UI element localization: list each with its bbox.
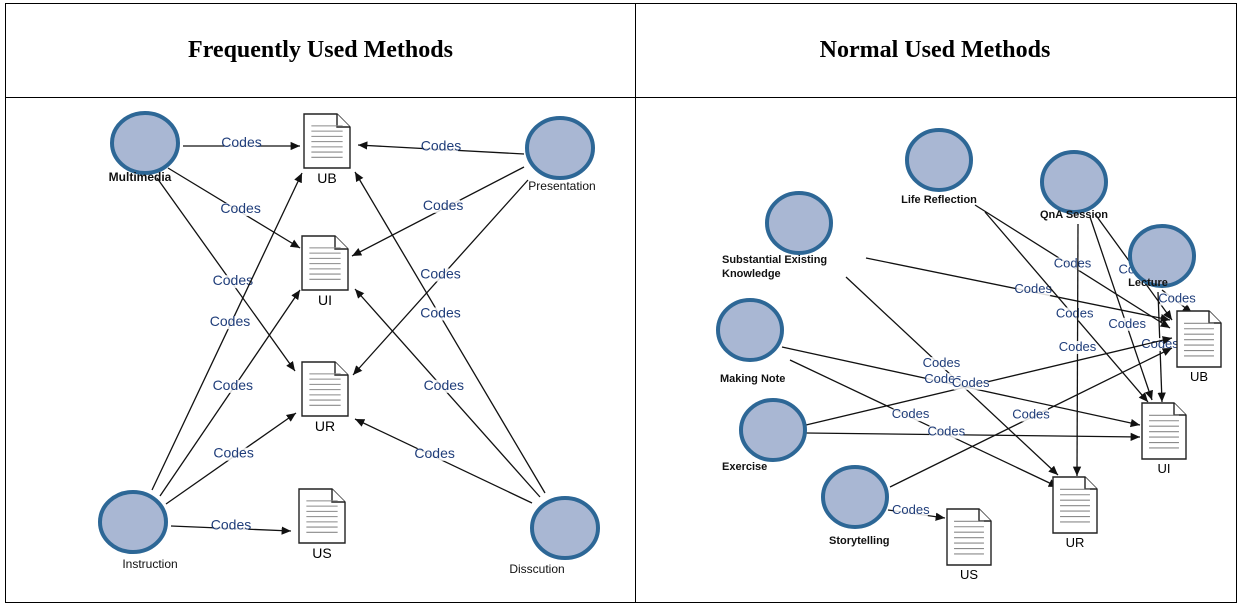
- left-method-disscution-label: Disscution: [509, 562, 564, 576]
- right-method-qna-session-label: QnA Session: [1040, 209, 1108, 221]
- left-edge-instruction-to-ub: [151, 172, 303, 491]
- left-edge-disscution-to-ur: [354, 418, 533, 504]
- left-method-disscution-node: [530, 496, 600, 560]
- left-method-instruction-label: Instruction: [122, 557, 177, 571]
- right-document-us-icon: [946, 508, 992, 566]
- right-edge-label: Codes: [1158, 291, 1196, 306]
- right-edge-label: Codes: [952, 375, 990, 390]
- right-edge-life-to-ui: [984, 211, 1149, 403]
- right-document-ui-label: UI: [1158, 461, 1171, 476]
- left-edge-label: Codes: [211, 517, 251, 533]
- left-edge-label: Codes: [420, 304, 460, 320]
- left-edge-label: Codes: [423, 197, 463, 213]
- right-edge-label: Codes: [924, 371, 962, 386]
- left-document-us-icon: [298, 488, 346, 544]
- right-method-exercise-node: [739, 398, 807, 462]
- right-edge-qna-to-ui: [1089, 216, 1153, 401]
- right-edge-label: Codes: [892, 406, 930, 421]
- right-edge-exercise-to-ub: [805, 336, 1173, 426]
- left-method-multimedia-label: Multimedia: [109, 170, 172, 184]
- left-method-presentation-node: [525, 116, 595, 180]
- right-method-making-note-label: Making Note: [720, 373, 785, 385]
- right-edge-making-to-ur: [789, 359, 1059, 488]
- left-edge-label: Codes: [213, 377, 253, 393]
- right-document-ub-label: UB: [1190, 369, 1208, 384]
- left-method-presentation-label: Presentation: [528, 179, 595, 193]
- left-edge-instruction-to-ui: [159, 289, 301, 497]
- left-document-ui-label: UI: [318, 292, 332, 308]
- right-edge-label: Codes: [1108, 316, 1146, 331]
- right-method-qna-session-node: [1040, 150, 1108, 214]
- right-method-making-note-node: [716, 298, 784, 362]
- right-method-life-reflection-label: Life Reflection: [901, 194, 977, 206]
- right-method-substantial-existing-knowledge-node: [765, 191, 833, 255]
- right-edge-label: Codes: [1012, 407, 1050, 422]
- left-edge-disscution-to-ub: [354, 171, 546, 494]
- right-method-life-reflection-node: [905, 128, 973, 192]
- left-edge-label: Codes: [220, 200, 260, 216]
- header-normal-used: Normal Used Methods: [819, 37, 1051, 63]
- right-document-ui-icon: [1141, 402, 1187, 460]
- right-method-exercise-label: Exercise: [722, 461, 767, 473]
- left-edge-label: Codes: [210, 313, 250, 329]
- right-method-lecture-node: [1128, 224, 1196, 288]
- left-document-ur-icon: [301, 361, 349, 417]
- right-edge-label: Codes: [1059, 339, 1097, 354]
- left-document-ub-label: UB: [317, 170, 336, 186]
- right-document-ur-icon: [1052, 476, 1098, 534]
- left-document-ui-icon: [301, 235, 349, 291]
- right-method-storytelling-node: [821, 465, 889, 529]
- left-edge-label: Codes: [213, 445, 253, 461]
- left-edge-label: Codes: [424, 377, 464, 393]
- right-method-storytelling-label: Storytelling: [829, 535, 890, 547]
- column-divider: [635, 4, 636, 602]
- left-edge-label: Codes: [420, 266, 460, 282]
- methods-table: Frequently Used Methods Normal Used Meth…: [5, 3, 1237, 603]
- left-edge-label: Codes: [221, 134, 261, 150]
- left-document-us-label: US: [312, 545, 331, 561]
- right-method-lecture-label: Lecture: [1128, 277, 1168, 289]
- right-document-us-label: US: [960, 567, 978, 582]
- left-method-instruction-node: [98, 490, 168, 554]
- right-edge-label: Codes: [923, 355, 961, 370]
- header-divider: [6, 97, 1236, 98]
- left-edge-label: Codes: [414, 445, 454, 461]
- right-edge-label: Codes: [927, 424, 965, 439]
- right-edge-label: Codes: [1054, 256, 1092, 271]
- right-edge-exercise-to-ui: [805, 432, 1141, 442]
- header-frequently-used: Frequently Used Methods: [188, 37, 453, 63]
- left-edge-label: Codes: [421, 138, 461, 154]
- right-document-ur-label: UR: [1066, 535, 1085, 550]
- right-document-ub-icon: [1176, 310, 1222, 368]
- right-edge-label: Codes: [892, 502, 930, 517]
- left-document-ur-label: UR: [315, 418, 335, 434]
- left-edge-label: Codes: [213, 272, 253, 288]
- left-edge-disscution-to-ui: [354, 288, 541, 498]
- right-edge-label: Codes: [1014, 281, 1052, 296]
- left-method-multimedia-node: [110, 111, 180, 175]
- left-edge-multimedia-to-ur: [156, 177, 296, 372]
- right-edge-label: Codes: [1056, 306, 1094, 321]
- left-document-ub-icon: [303, 113, 351, 169]
